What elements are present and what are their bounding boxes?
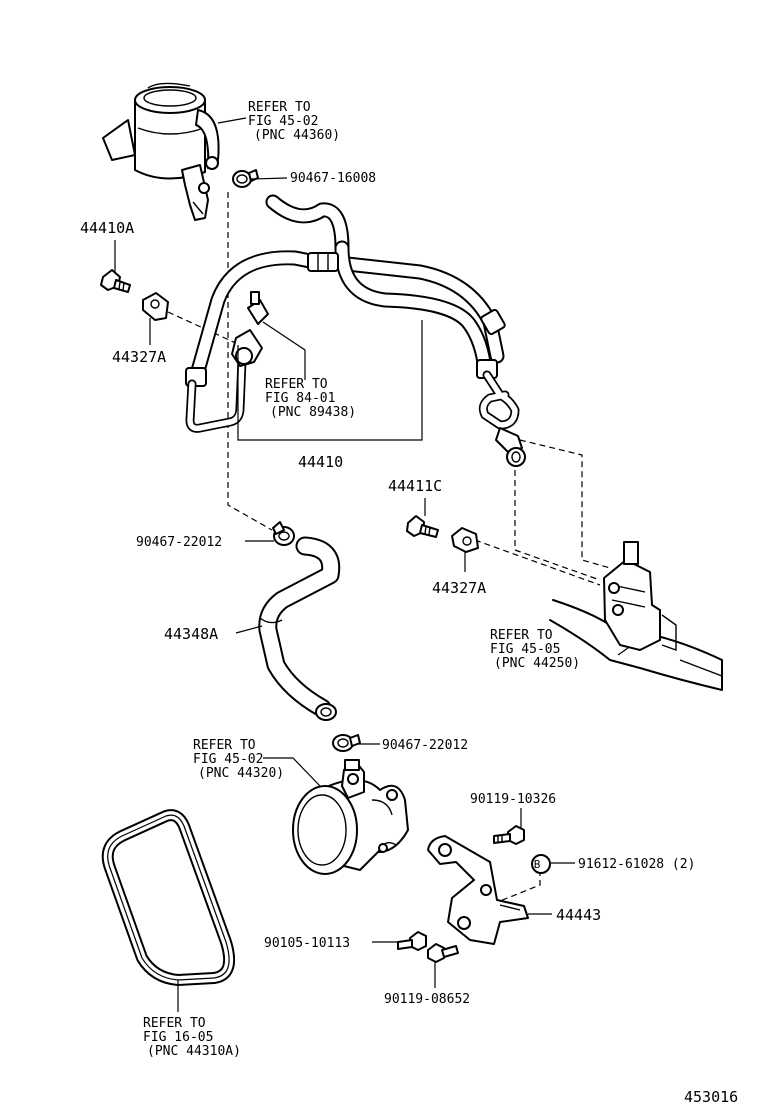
clamp-plate-top: [142, 292, 169, 321]
reservoir-ref-label: REFER TO FIG 45-02 (PNC 44360): [248, 100, 340, 143]
label-return-hose: 44348A: [164, 625, 218, 643]
bolt-top: [100, 269, 131, 293]
svg-text:FIG 45-05: FIG 45-05: [490, 642, 560, 657]
clamp-plate-mid: [451, 527, 479, 553]
figure-number: 453016: [684, 1088, 738, 1106]
pipe-ref-label: REFER TO FIG 84-01 (PNC 89438): [265, 377, 356, 420]
svg-text:REFER TO: REFER TO: [490, 628, 553, 643]
belt-ref-label: REFER TO FIG 16-05 (PNC 44310A): [143, 1016, 241, 1059]
label-clamp-plate-top: 44327A: [112, 348, 166, 366]
svg-text:(PNC 44320): (PNC 44320): [198, 766, 284, 781]
oil-reservoir: [102, 82, 220, 221]
drive-belt: [101, 809, 235, 986]
svg-text:REFER TO: REFER TO: [265, 377, 328, 392]
svg-text:(PNC 44360): (PNC 44360): [254, 128, 340, 143]
label-clamp-plate-mid: 44327A: [432, 579, 486, 597]
svg-text:(PNC 44310A): (PNC 44310A): [147, 1044, 241, 1059]
label-clamp-left: 90467-22012: [136, 535, 222, 550]
label-bolt-mid: 44411C: [388, 477, 442, 495]
svg-text:FIG 45-02: FIG 45-02: [193, 752, 263, 767]
return-hose: [258, 536, 341, 721]
steering-gear-housing: [549, 541, 723, 691]
label-pipe-assembly: 44410: [298, 453, 343, 471]
nut-bracket: [531, 854, 551, 874]
svg-text:(PNC 44250): (PNC 44250): [494, 656, 580, 671]
svg-text:FIG 45-02: FIG 45-02: [248, 114, 318, 129]
bolt-mid: [406, 515, 439, 538]
svg-text:REFER TO: REFER TO: [193, 738, 256, 753]
bolt-bracket-left: [397, 931, 427, 951]
svg-text:REFER TO: REFER TO: [248, 100, 311, 115]
svg-text:FIG 84-01: FIG 84-01: [265, 391, 335, 406]
dashed-guide-lines: [167, 192, 611, 906]
pressure-pipe-assembly: [185, 194, 526, 467]
pump-bracket: [427, 835, 529, 945]
gear-ref-label: REFER TO FIG 45-05 (PNC 44250): [490, 628, 580, 671]
pump-ref-label: REFER TO FIG 45-02 (PNC 44320): [193, 738, 284, 781]
svg-text:(PNC 89438): (PNC 89438): [270, 405, 356, 420]
label-clamp-top: 90467-16008: [290, 171, 376, 186]
label-bolt-bracket-upper: 90119-10326: [470, 792, 556, 807]
hose-clamp-left: [272, 521, 295, 546]
label-bolt-bracket-left: 90105-10113: [264, 936, 350, 951]
hose-clamp-top: [232, 169, 259, 188]
svg-text:REFER TO: REFER TO: [143, 1016, 206, 1031]
label-clamp-pump: 90467-22012: [382, 738, 468, 753]
bolt-bracket-upper: [493, 825, 525, 845]
power-steering-pump: [292, 759, 409, 875]
label-bolt-top: 44410A: [80, 219, 134, 237]
label-bracket: 44443: [556, 906, 601, 924]
leader-lines: [114, 117, 629, 1012]
label-nut-bracket: 91612-61028 (2): [578, 857, 695, 872]
hose-clamp-pump: [332, 734, 361, 752]
bolt-bracket-lower: [427, 943, 459, 963]
svg-text:FIG 16-05: FIG 16-05: [143, 1030, 213, 1045]
label-bolt-bracket-lower: 90119-08652: [384, 992, 470, 1007]
nut-marker: B: [534, 858, 541, 871]
